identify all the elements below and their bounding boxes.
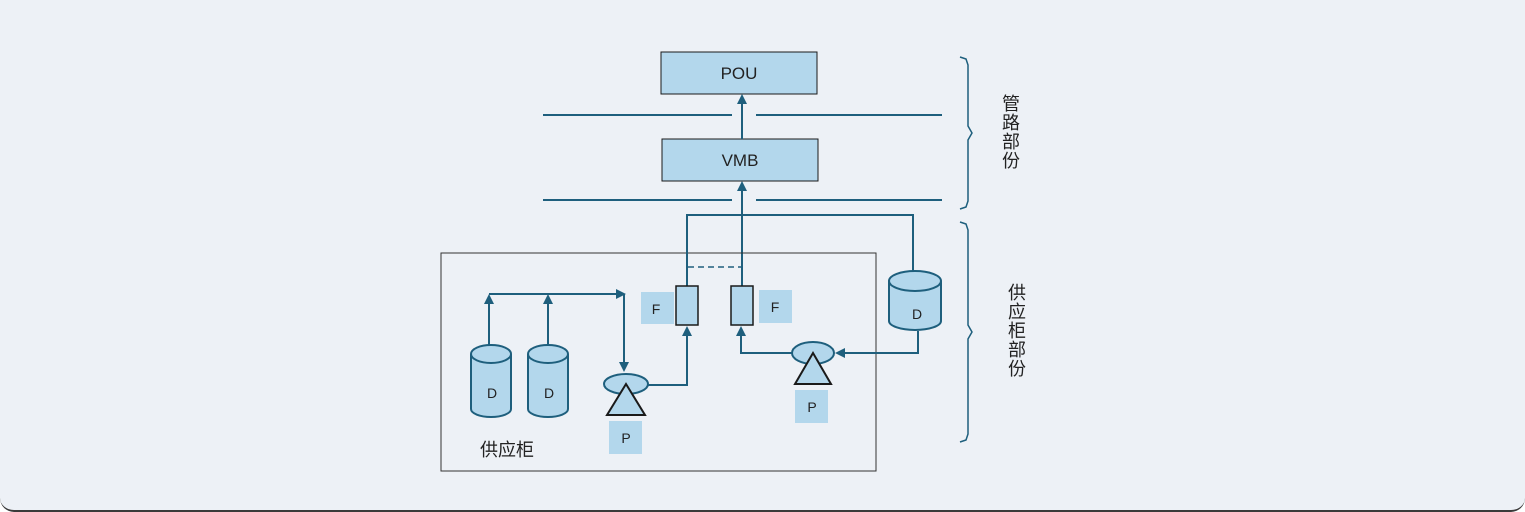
filter-1: F: [641, 285, 699, 326]
pou-label: POU: [721, 64, 758, 83]
pipe-lines: [543, 114, 942, 201]
vmb-box: VMB: [661, 138, 819, 182]
drum-3-label: D: [912, 306, 922, 322]
pipe-section-brace: [959, 56, 973, 210]
cabinet-frame: [440, 252, 877, 472]
drum-2: D: [527, 344, 569, 418]
drum-2-label: D: [544, 385, 554, 401]
pump-1: P: [603, 373, 649, 454]
drum-3: D: [888, 270, 942, 331]
cabinet-section-label: 供应柜部份: [1008, 283, 1026, 380]
cabinet-section-brace: [959, 221, 973, 443]
drum-1: D: [470, 344, 512, 418]
vmb-label: VMB: [722, 151, 759, 170]
pipe-section-label: 管路部份: [1002, 94, 1020, 172]
filter-2-label: F: [771, 299, 780, 315]
pump-1-label: P: [621, 430, 630, 446]
cabinet-label: 供应柜: [480, 440, 534, 461]
pou-box: POU: [660, 51, 818, 95]
drum-1-label: D: [487, 385, 497, 401]
filter-2: F: [730, 285, 792, 326]
filter-1-label: F: [652, 301, 661, 317]
cabinet-flow-lines: [484, 214, 919, 386]
pump-2-label: P: [807, 399, 816, 415]
pump-2: P: [791, 341, 835, 423]
